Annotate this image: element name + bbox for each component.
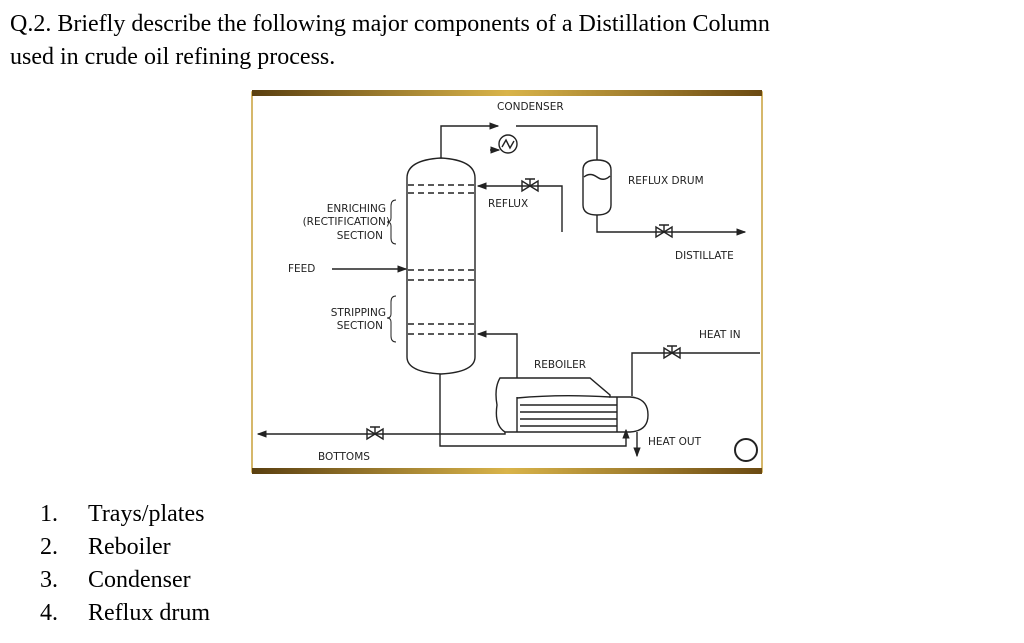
label-stripping: STRIPPING — [331, 307, 386, 319]
label-distillate: DISTILLATE — [675, 250, 734, 262]
component-list: 1.Trays/plates 2.Reboiler 3.Condenser 4.… — [40, 498, 210, 630]
label-stripping-section: SECTION — [337, 320, 383, 332]
heat-in-valve-icon — [663, 345, 681, 360]
label-heat-in: HEAT IN — [699, 329, 741, 341]
reboiler-icon — [495, 377, 649, 433]
label-rectification: (RECTIFICATION) — [303, 216, 390, 228]
logo-icon — [734, 438, 758, 462]
reflux-drum-icon — [582, 159, 612, 216]
label-heat-out: HEAT OUT — [648, 436, 702, 448]
label-reboiler: REBOILER — [534, 359, 586, 371]
label-reflux-drum: REFLUX DRUM — [628, 175, 704, 187]
question-text: Q.2. Briefly describe the following majo… — [10, 8, 1020, 74]
reflux-valve-icon — [521, 178, 539, 193]
diagram-frame — [251, 90, 763, 474]
column — [406, 157, 476, 375]
list-item: 4.Reflux drum — [40, 600, 210, 626]
list-item: 1.Trays/plates — [40, 501, 205, 527]
label-enriching-section: SECTION — [337, 230, 383, 242]
label-bottoms: BOTTOMS — [318, 451, 370, 463]
list-item: 2.Reboiler — [40, 534, 171, 560]
label-reflux: REFLUX — [488, 198, 528, 210]
distillate-valve-icon — [655, 224, 673, 239]
label-condenser: CONDENSER — [497, 101, 564, 113]
label-enriching: ENRICHING — [327, 203, 386, 215]
brace-icons — [386, 199, 397, 343]
question-line-1: Q.2. Briefly describe the following majo… — [10, 11, 770, 37]
bottoms-valve-icon — [366, 426, 384, 441]
list-item: 3.Condenser — [40, 567, 191, 593]
condenser-icon — [498, 134, 518, 154]
trays — [408, 184, 474, 335]
vapor-line — [440, 122, 500, 158]
label-feed: FEED — [288, 263, 315, 275]
question-line-2: used in crude oil refining process. — [10, 44, 336, 70]
